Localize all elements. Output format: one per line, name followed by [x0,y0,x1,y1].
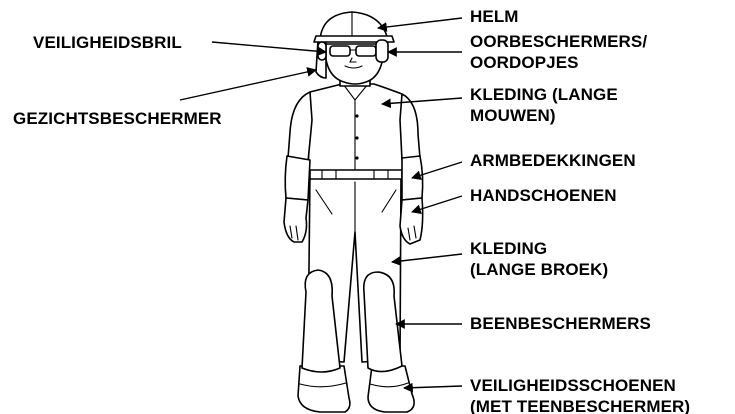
leg-guards [302,270,402,372]
label-armbedekkingen: ARMBEDEKKINGEN [470,150,636,171]
label-met-teenbeschermer: (MET TEENBESCHERMER) [470,396,690,414]
label-veiligheidsschoenen: VEILIGHEIDSSCHOENEN [470,375,676,396]
safety-boots [298,366,414,412]
label-lange-broek: (LANGE BROEK) [470,259,608,280]
label-helm: HELM [470,6,519,27]
label-beenbeschermers: BEENBESCHERMERS [470,313,651,334]
belt [310,170,402,179]
label-oordopjes: OORDOPJES [470,52,579,73]
label-mouwen: MOUWEN) [470,105,556,126]
label-kleding-lange-mouwen: KLEDING (LANGE [470,84,618,105]
label-oorbeschermers: OORBESCHERMERS/ [470,31,647,52]
label-handschoenen: HANDSCHOENEN [470,185,617,206]
label-kleding-broek: KLEDING [470,238,547,259]
label-gezichtsbeschermer: GEZICHTSBESCHERMER [13,108,222,129]
label-veiligheidsbril: VEILIGHEIDSBRIL [33,32,182,53]
